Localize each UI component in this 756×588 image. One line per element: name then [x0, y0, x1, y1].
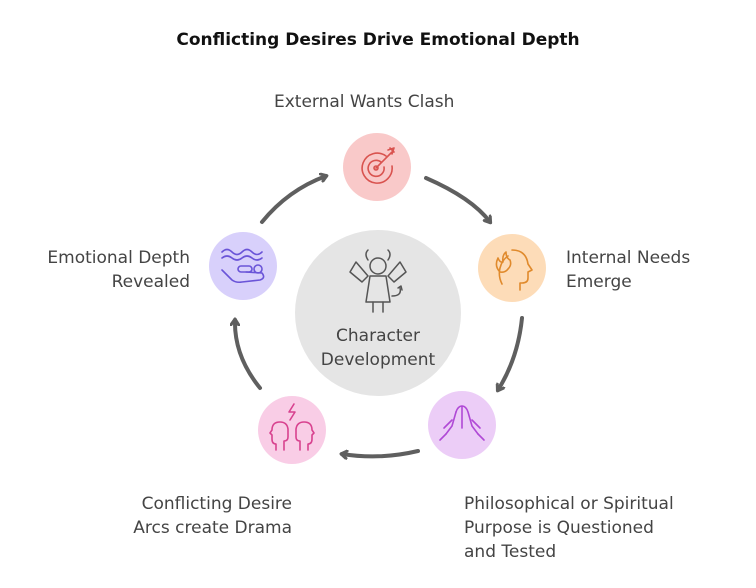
label-internal-needs: Internal Needs Emerge [566, 248, 691, 292]
node-circle-conflicting [258, 396, 326, 464]
arrow-philosophical-to-conflicting [342, 449, 420, 456]
hand-water-icon [221, 248, 265, 284]
arrow-conflicting-to-emotional [235, 320, 262, 390]
label-external-wants: External Wants Clash [274, 92, 455, 112]
label-philosophical-purpose: Philosophical or Spiritual Purpose is Qu… [464, 494, 674, 562]
clashing-heads-icon [269, 403, 315, 451]
arrow-internal-to-philosophical [498, 316, 524, 390]
label-emotional-depth: Emotional Depth Revealed [47, 248, 190, 292]
diagram-title: Conflicting Desires Drive Emotional Dept… [176, 30, 580, 50]
label-conflicting-desire: Conflicting Desire Arcs create Drama [133, 494, 292, 538]
arrow-emotional-to-external [260, 176, 326, 224]
center-circle [295, 230, 461, 396]
arrow-external-to-internal [424, 176, 490, 222]
devil-character-icon [349, 249, 407, 313]
center-label: Character Development [320, 326, 436, 370]
head-flame-icon [495, 249, 533, 291]
target-arrow-icon [361, 147, 395, 184]
node-circle-internal [478, 234, 546, 302]
praying-hands-icon [439, 405, 485, 441]
